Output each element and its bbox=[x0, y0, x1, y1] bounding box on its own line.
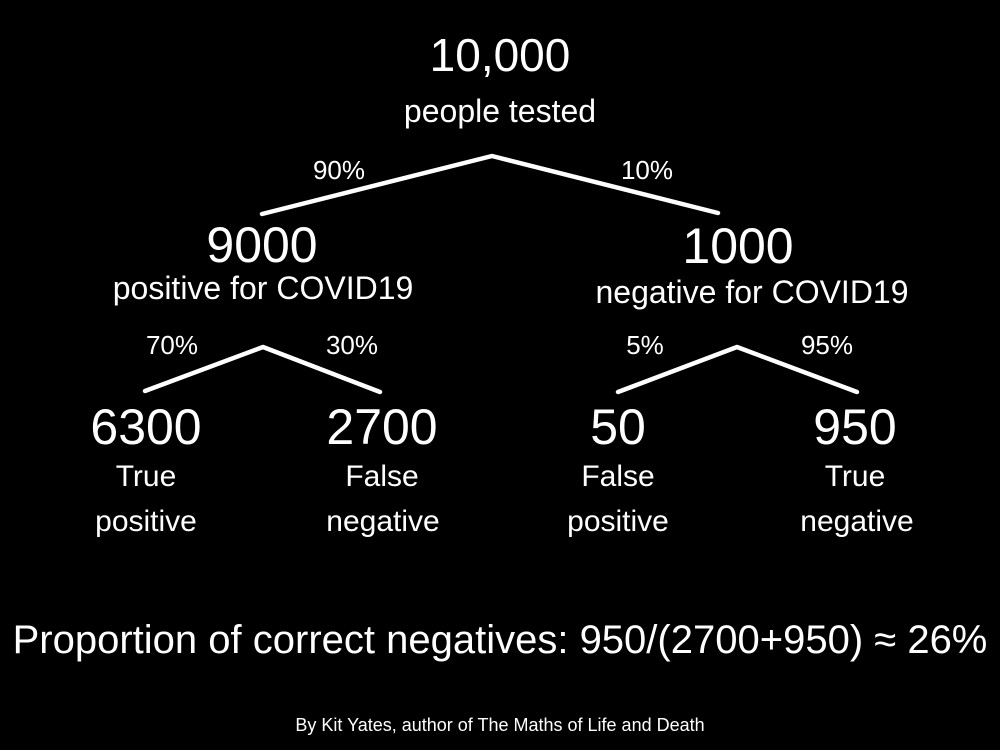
true-negative-value: 950 bbox=[813, 399, 897, 455]
true-positive-label-line2: positive bbox=[95, 505, 197, 538]
false-negative-value: 2700 bbox=[326, 399, 438, 455]
branch-percent-negative: 10% bbox=[620, 155, 674, 185]
root-node-value: 10,000 bbox=[429, 29, 571, 81]
false-positive-label-line1: False bbox=[581, 460, 655, 493]
branch-line-positive bbox=[142, 344, 383, 395]
conclusion-text: Proportion of correct negatives: 950/(27… bbox=[12, 618, 988, 662]
attribution-text: By Kit Yates, author of The Maths of Lif… bbox=[295, 715, 705, 735]
false-negative-label-line2: negative bbox=[326, 505, 440, 538]
false-negative-label-line1: False bbox=[345, 460, 419, 493]
false-positive-label-line2: positive bbox=[567, 505, 669, 538]
positive-node-label: positive for COVID19 bbox=[112, 270, 414, 306]
branch-line-root bbox=[259, 153, 721, 217]
false-positive-value: 50 bbox=[590, 399, 646, 455]
branch-percent-true-negative: 95% bbox=[800, 330, 854, 360]
negative-node-label: negative for COVID19 bbox=[595, 274, 909, 310]
branch-percent-positive: 90% bbox=[312, 155, 366, 185]
branch-percent-true-positive: 70% bbox=[145, 330, 199, 360]
true-negative-label-line2: negative bbox=[800, 505, 914, 538]
branch-percent-false-negative: 30% bbox=[325, 330, 379, 360]
branch-percent-false-positive: 5% bbox=[626, 330, 664, 360]
branch-line-negative bbox=[615, 344, 860, 395]
negative-node-value: 1000 bbox=[682, 218, 794, 274]
positive-node-value: 9000 bbox=[206, 217, 318, 273]
true-negative-label-line1: True bbox=[824, 460, 886, 493]
true-positive-label-line1: True bbox=[115, 460, 177, 493]
root-node-label: people tested bbox=[403, 93, 597, 129]
true-positive-value: 6300 bbox=[90, 399, 202, 455]
